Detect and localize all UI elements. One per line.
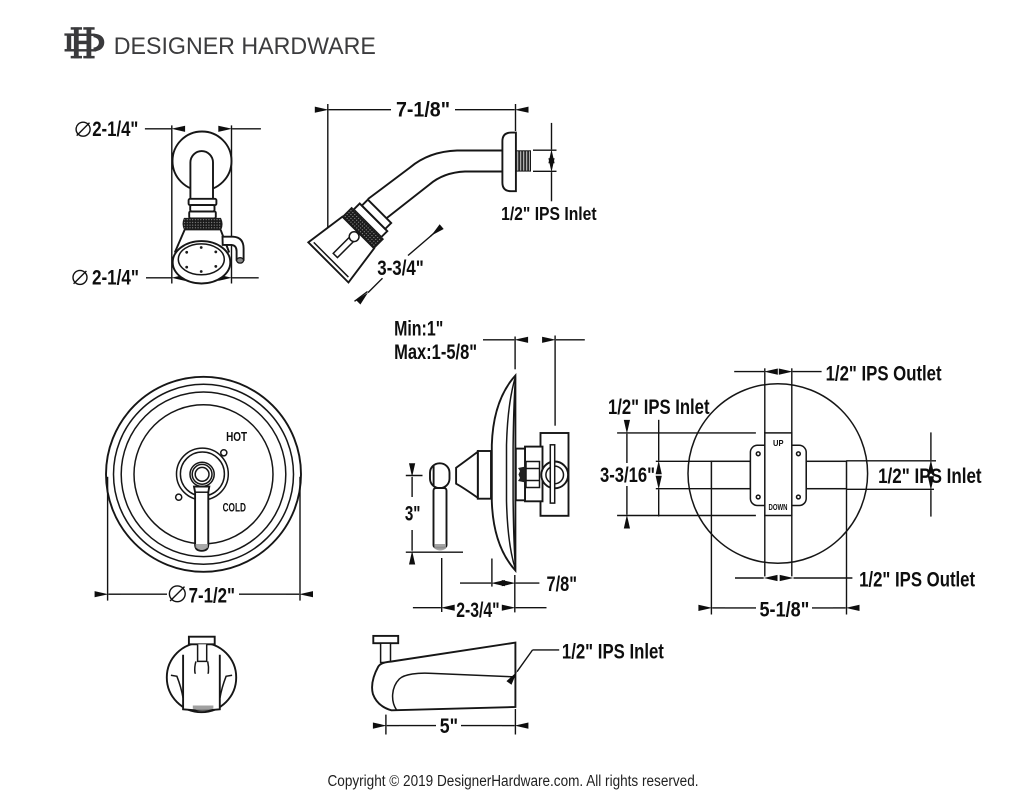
svg-text:1/2" IPS Inlet: 1/2" IPS Inlet bbox=[608, 396, 710, 419]
svg-text:2-1/4": 2-1/4" bbox=[92, 266, 139, 289]
svg-text:1/2" IPS Outlet: 1/2" IPS Outlet bbox=[826, 363, 942, 386]
svg-text:HOT: HOT bbox=[226, 429, 247, 444]
svg-text:5-1/8": 5-1/8" bbox=[760, 598, 810, 621]
svg-text:Min:1": Min:1" bbox=[394, 317, 443, 340]
svg-text:2-3/4": 2-3/4" bbox=[456, 599, 499, 622]
svg-text:7/8": 7/8" bbox=[547, 573, 578, 596]
svg-text:1/2" IPS Outlet: 1/2" IPS Outlet bbox=[859, 569, 975, 592]
svg-text:7-1/8": 7-1/8" bbox=[396, 99, 450, 122]
svg-text:7-1/2": 7-1/2" bbox=[189, 584, 235, 607]
svg-text:UP: UP bbox=[773, 438, 784, 448]
svg-text:1/2" IPS Inlet: 1/2" IPS Inlet bbox=[501, 203, 596, 224]
svg-text:COLD: COLD bbox=[223, 503, 246, 515]
svg-text:3-3/16": 3-3/16" bbox=[600, 464, 655, 487]
svg-text:Copyright © 2019 DesignerHardw: Copyright © 2019 DesignerHardware.com. A… bbox=[328, 773, 699, 790]
svg-text:2-1/4": 2-1/4" bbox=[92, 118, 138, 141]
svg-text:1/2" IPS Inlet: 1/2" IPS Inlet bbox=[562, 640, 664, 663]
svg-text:Max:1-5/8": Max:1-5/8" bbox=[394, 341, 477, 364]
svg-text:DESIGNER HARDWARE: DESIGNER HARDWARE bbox=[114, 33, 376, 60]
svg-text:3-3/4": 3-3/4" bbox=[377, 257, 424, 280]
svg-text:3": 3" bbox=[405, 503, 421, 526]
svg-text:1/2" IPS Inlet: 1/2" IPS Inlet bbox=[878, 465, 982, 488]
svg-text:5": 5" bbox=[440, 715, 458, 738]
svg-text:DOWN: DOWN bbox=[769, 502, 788, 512]
